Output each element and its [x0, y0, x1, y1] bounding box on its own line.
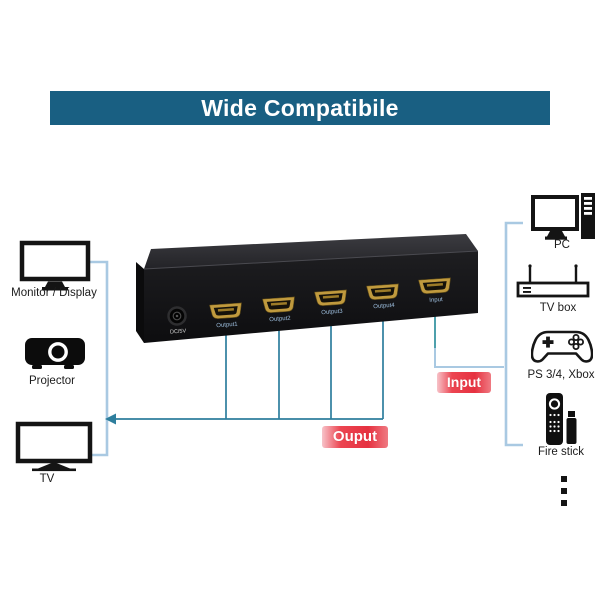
device-front-face	[144, 251, 478, 343]
pc-icon	[531, 193, 595, 240]
gamepad-icon	[531, 330, 593, 363]
monitor-icon	[19, 240, 91, 291]
monitor-display-label: Monitor / Display	[11, 287, 97, 299]
projector-label: Projector	[28, 375, 76, 387]
tv-box-label: TV box	[539, 302, 577, 314]
tv-box-icon	[516, 264, 590, 298]
hdmi-port-output4: Output4	[366, 283, 399, 311]
input-tag: Input	[437, 372, 491, 393]
fire-stick-label: Fire stick	[538, 446, 584, 458]
hdmi-port-output2: Output2	[262, 296, 295, 324]
input-connection-line-light	[434, 348, 504, 368]
tv-label: TV	[39, 473, 55, 485]
banner-title: Wide Compatibile	[50, 91, 550, 125]
pc-label: PC	[554, 239, 570, 251]
output-arrowhead-icon	[105, 413, 116, 425]
ps-xbox-label: PS 3/4, Xbox	[527, 369, 595, 381]
device-top-face	[144, 234, 478, 269]
port-label: Output3	[321, 309, 343, 317]
hdmi-port-input: Input	[418, 277, 451, 304]
port-label: Output4	[373, 303, 395, 311]
port-label: Output2	[269, 316, 291, 324]
port-label: Input	[429, 297, 443, 304]
left-bracket-line	[88, 260, 109, 457]
output-connection-lines	[114, 299, 384, 420]
projector-icon	[25, 338, 85, 369]
fire-stick-icon	[546, 393, 577, 445]
output-tag: Ouput	[322, 426, 388, 448]
power-port-label: DC/5V	[170, 328, 187, 335]
more-devices-ellipsis-icon	[561, 476, 567, 506]
right-bracket-line	[504, 221, 523, 447]
hdmi-port-output3: Output3	[314, 289, 347, 317]
device-left-face	[136, 262, 144, 343]
device-edge-highlight	[143, 250, 479, 270]
hdmi-port-output1: Output1	[209, 302, 242, 330]
tv-icon	[15, 421, 93, 472]
hdmi-splitter-device: DC/5V Output1 Output2 Output3	[136, 234, 479, 343]
dc-power-jack: DC/5V	[167, 306, 187, 336]
port-label: Output1	[216, 322, 238, 330]
